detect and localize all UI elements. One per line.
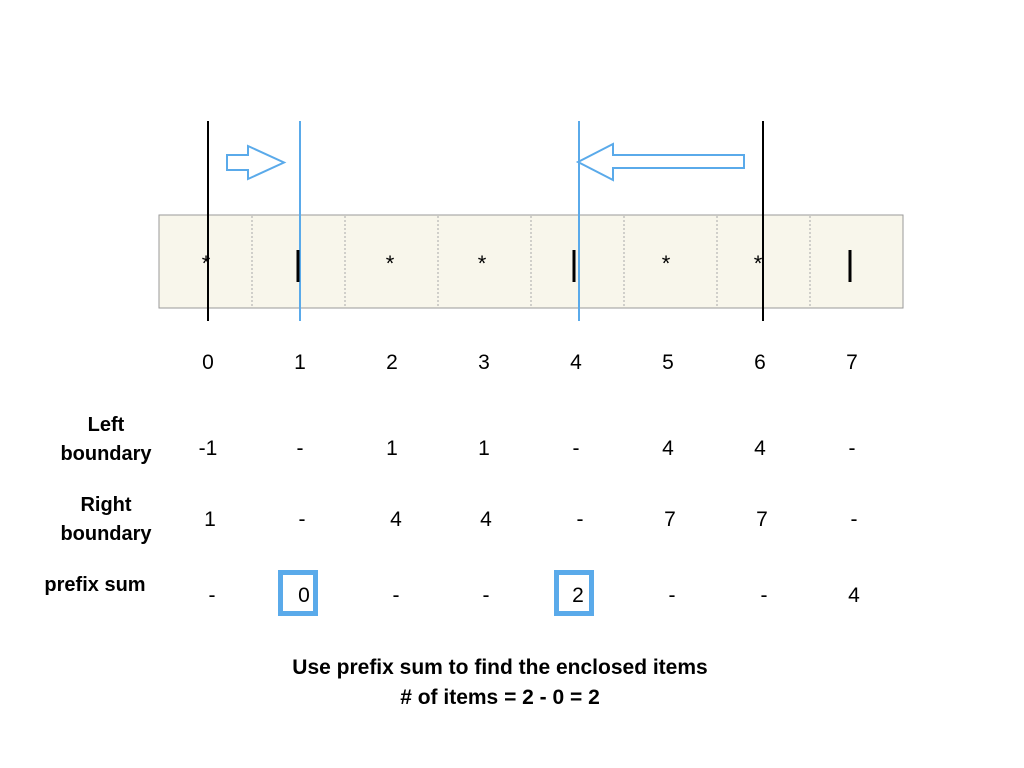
table-cell: 1: [204, 508, 216, 531]
index-label: 3: [478, 351, 490, 374]
table-cell: 1: [478, 437, 490, 460]
table-cell: -: [296, 437, 304, 460]
table-cell: 4: [848, 584, 860, 607]
caption-line-1: Use prefix sum to find the enclosed item…: [292, 656, 708, 679]
table-cell: -: [208, 584, 216, 607]
table-cell: 1: [386, 437, 398, 460]
table-cell: 4: [754, 437, 766, 460]
table-cell: -: [482, 584, 490, 607]
table-cell: 4: [662, 437, 674, 460]
table-cell: 7: [756, 508, 768, 531]
cell-star-glyph: *: [386, 251, 395, 276]
index-label: 7: [846, 351, 858, 374]
row-label-line: Left boundary: [60, 414, 152, 465]
table-cell: -: [668, 584, 676, 607]
table-cell: -: [298, 508, 306, 531]
index-label: 0: [202, 351, 214, 374]
table-cell: 0: [298, 584, 310, 607]
cell-star-glyph: *: [202, 251, 211, 276]
table-cell: 4: [480, 508, 492, 531]
index-label: 2: [386, 351, 398, 374]
caption-line-2: # of items = 2 - 0 = 2: [400, 686, 600, 709]
table-cell: 2: [572, 584, 584, 607]
left-arrow-icon: [575, 142, 745, 182]
row-label-right-boundary: Right boundary: [26, 491, 186, 549]
table-cell: -: [392, 584, 400, 607]
table-cell: 7: [664, 508, 676, 531]
index-label: 1: [294, 351, 306, 374]
cell-star-glyph: *: [662, 251, 671, 276]
cell-dividers: [251, 216, 811, 307]
row-label-line: Right boundary: [60, 494, 152, 545]
index-label: 6: [754, 351, 766, 374]
cell-star-glyph: *: [478, 251, 487, 276]
row-label-left-boundary: Left boundary: [26, 411, 186, 469]
table-cell: -: [760, 584, 768, 607]
table-cell: -: [572, 437, 580, 460]
prefix-highlight-box-0: [278, 570, 318, 616]
index-label: 4: [570, 351, 582, 374]
table-cell: -: [848, 437, 856, 460]
prefix-highlight-box-2: [554, 570, 594, 616]
cell-star-glyph: *: [754, 251, 763, 276]
right-arrow-icon: [226, 144, 287, 181]
index-label: 5: [662, 351, 674, 374]
table-cell: -: [576, 508, 584, 531]
row-label-prefix-sum: prefix sum: [15, 571, 175, 600]
cell-glyphs: * * * * *: [202, 250, 852, 282]
row-label-line: prefix sum: [44, 574, 146, 596]
table-cell: -: [850, 508, 858, 531]
table-cell: -1: [198, 437, 218, 460]
table-cell: 4: [390, 508, 402, 531]
